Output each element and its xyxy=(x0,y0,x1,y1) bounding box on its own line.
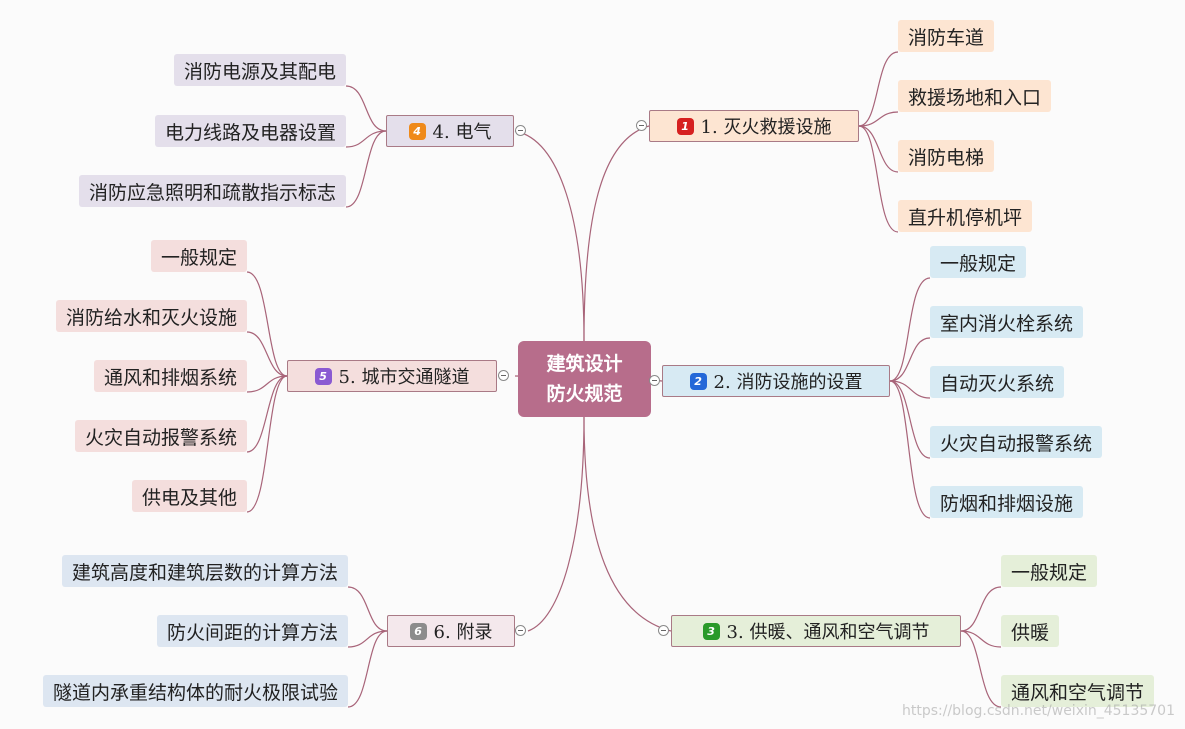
leaf-label: 防火间距的计算方法 xyxy=(166,621,338,644)
branch-3-topic[interactable]: 3 3. 供暖、通风和空气调节 xyxy=(671,615,961,647)
leaf-label: 一般规定 xyxy=(940,252,1017,275)
leaf-b5-4[interactable]: 火灾自动报警系统 xyxy=(74,420,247,452)
branch-2-topic[interactable]: 2 2. 消防设施的设置 xyxy=(662,365,890,397)
leaf-label: 电力线路及电器设置 xyxy=(164,121,336,144)
branch-4-topic[interactable]: 4 4. 电气 xyxy=(386,115,514,147)
leaf-b5-1[interactable]: 一般规定 xyxy=(150,240,247,272)
leaf-label: 直升机停机坪 xyxy=(908,206,1023,229)
central-topic-line1: 建筑设计 xyxy=(546,353,623,375)
leaf-label: 一般规定 xyxy=(1011,561,1088,584)
collapse-branch-3-icon[interactable] xyxy=(658,625,669,636)
branch-5-label: 5. 城市交通隧道 xyxy=(338,367,470,388)
number-1-badge-icon: 1 xyxy=(676,117,694,135)
watermark-text: https://blog.csdn.net/weixin_45135701 xyxy=(901,703,1175,719)
leaf-b1-3[interactable]: 消防电梯 xyxy=(898,140,995,172)
collapse-branch-4-icon[interactable] xyxy=(515,125,526,136)
leaf-b2-5[interactable]: 防烟和排烟设施 xyxy=(930,486,1084,518)
leaf-label: 供暖 xyxy=(1011,621,1050,644)
leaf-label: 消防应急照明和疏散指示标志 xyxy=(88,181,336,204)
leaf-label: 火灾自动报警系统 xyxy=(84,426,237,449)
branch-1-label: 1. 灭火救援设施 xyxy=(700,117,832,138)
collapse-branch-5-icon[interactable] xyxy=(498,370,509,381)
number-4-badge-icon: 4 xyxy=(408,122,426,140)
leaf-b6-2[interactable]: 防火间距的计算方法 xyxy=(156,615,348,647)
leaf-b4-2[interactable]: 电力线路及电器设置 xyxy=(154,115,346,147)
leaf-label: 救援场地和入口 xyxy=(908,86,1042,109)
leaf-b5-2[interactable]: 消防给水和灭火设施 xyxy=(55,300,247,332)
leaf-b2-1[interactable]: 一般规定 xyxy=(930,246,1027,278)
leaf-b1-1[interactable]: 消防车道 xyxy=(898,20,995,52)
leaf-label: 建筑高度和建筑层数的计算方法 xyxy=(71,561,338,584)
branch-6-topic[interactable]: 6 6. 附录 xyxy=(387,615,515,647)
leaf-label: 供电及其他 xyxy=(141,486,237,509)
leaf-b3-3[interactable]: 通风和空气调节 xyxy=(1001,675,1155,707)
central-topic[interactable]: 建筑设计 防火规范 xyxy=(518,341,651,417)
leaf-label: 消防给水和灭火设施 xyxy=(65,306,237,329)
leaf-b3-2[interactable]: 供暖 xyxy=(1001,615,1060,647)
leaf-label: 自动灭火系统 xyxy=(940,372,1055,395)
leaf-b5-3[interactable]: 通风和排烟系统 xyxy=(93,360,247,392)
leaf-label: 室内消火栓系统 xyxy=(940,312,1074,335)
leaf-label: 隧道内承重结构体的耐火极限试验 xyxy=(52,681,338,704)
leaf-label: 消防电梯 xyxy=(908,146,985,169)
number-5-badge-icon: 5 xyxy=(314,367,332,385)
central-topic-line2: 防火规范 xyxy=(546,383,623,405)
branch-6-label: 6. 附录 xyxy=(433,622,493,643)
leaf-b6-1[interactable]: 建筑高度和建筑层数的计算方法 xyxy=(61,555,348,587)
branch-5-topic[interactable]: 5 5. 城市交通隧道 xyxy=(287,360,497,392)
branch-4-label: 4. 电气 xyxy=(432,122,492,143)
leaf-b1-4[interactable]: 直升机停机坪 xyxy=(898,200,1033,232)
branch-2-label: 2. 消防设施的设置 xyxy=(713,372,863,393)
number-6-badge-icon: 6 xyxy=(409,622,427,640)
branch-3-label: 3. 供暖、通风和空气调节 xyxy=(726,622,930,643)
leaf-b4-1[interactable]: 消防电源及其配电 xyxy=(173,54,346,86)
leaf-b1-2[interactable]: 救援场地和入口 xyxy=(898,80,1052,112)
leaf-b6-3[interactable]: 隧道内承重结构体的耐火极限试验 xyxy=(42,675,348,707)
leaf-b2-3[interactable]: 自动灭火系统 xyxy=(930,366,1065,398)
number-3-badge-icon: 3 xyxy=(702,622,720,640)
collapse-branch-6-icon[interactable] xyxy=(515,625,526,636)
leaf-b2-4[interactable]: 火灾自动报警系统 xyxy=(930,426,1103,458)
leaf-b2-2[interactable]: 室内消火栓系统 xyxy=(930,306,1084,338)
leaf-label: 防烟和排烟设施 xyxy=(940,492,1074,515)
branch-1-topic[interactable]: 1 1. 灭火救援设施 xyxy=(649,110,859,142)
collapse-branch-2-icon[interactable] xyxy=(649,375,660,386)
leaf-label: 通风和空气调节 xyxy=(1011,681,1145,704)
leaf-label: 火灾自动报警系统 xyxy=(940,432,1093,455)
leaf-b5-5[interactable]: 供电及其他 xyxy=(131,480,247,512)
leaf-b3-1[interactable]: 一般规定 xyxy=(1001,555,1098,587)
leaf-b4-3[interactable]: 消防应急照明和疏散指示标志 xyxy=(78,175,346,207)
leaf-label: 一般规定 xyxy=(160,246,237,269)
leaf-label: 消防电源及其配电 xyxy=(183,60,336,83)
leaf-label: 消防车道 xyxy=(908,26,985,49)
collapse-branch-1-icon[interactable] xyxy=(636,120,647,131)
number-2-badge-icon: 2 xyxy=(689,372,707,390)
leaf-label: 通风和排烟系统 xyxy=(103,366,237,389)
